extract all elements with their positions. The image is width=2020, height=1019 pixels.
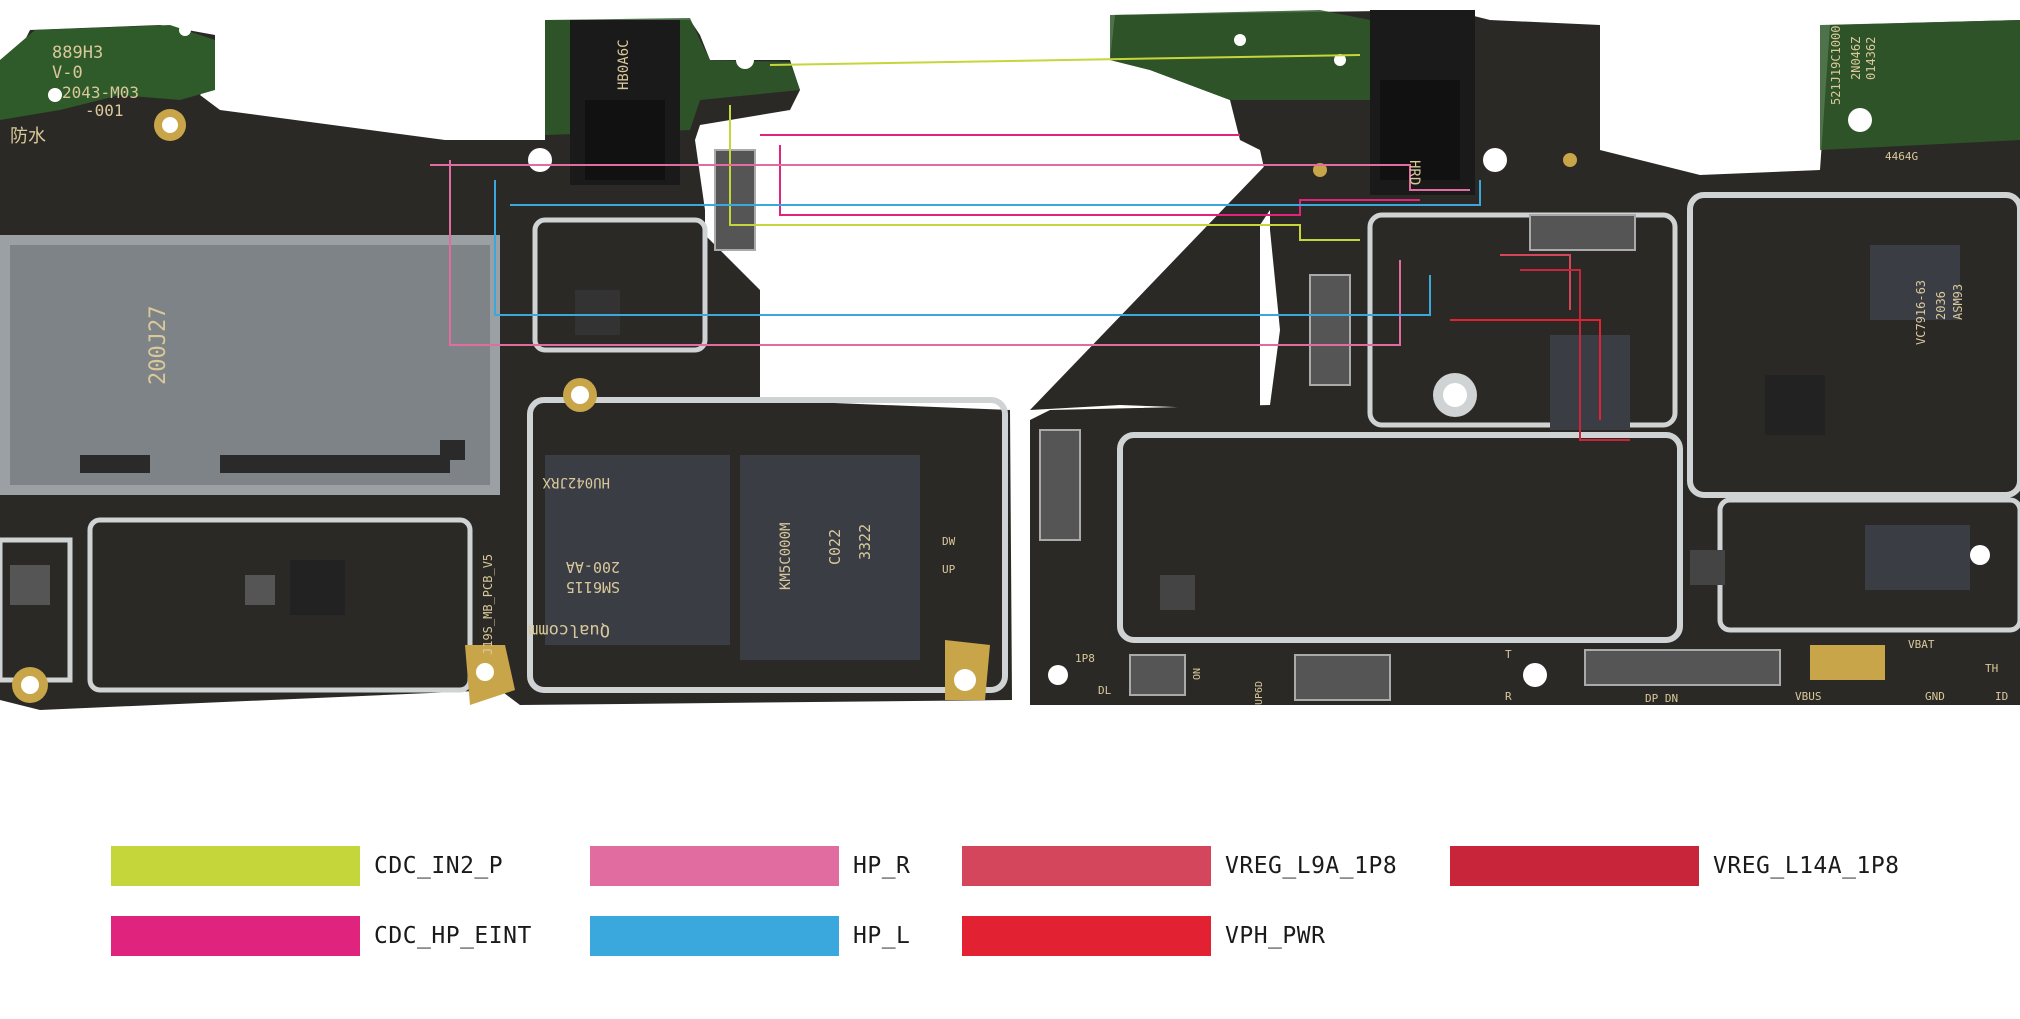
legend-swatch bbox=[1450, 846, 1699, 886]
legend-item-vreg-l9a-1p8: VREG_L9A_1P8 bbox=[962, 846, 1397, 886]
left-waterproof-mark: 防水 bbox=[10, 126, 46, 147]
legend-swatch bbox=[111, 846, 360, 886]
legend-item-hp-l: HP_L bbox=[590, 916, 910, 956]
right-serial-text: 521J19C1000 bbox=[1829, 26, 1843, 105]
pad-up-text: UP bbox=[942, 563, 956, 576]
right-4464-text: 4464G bbox=[1885, 150, 1918, 163]
qualcomm-part2-text: 200-AA bbox=[566, 558, 620, 576]
qualcomm-code-text: HU042JRX bbox=[542, 474, 610, 490]
usb-connector bbox=[1584, 649, 1781, 686]
legend-item-hp-r: HP_R bbox=[590, 846, 910, 886]
signal-legend: CDC_IN2_P HP_R VREG_L9A_1P8 VREG_L14A_1P… bbox=[0, 830, 2020, 990]
pad-dw-text: DW bbox=[942, 535, 956, 548]
legend-item-cdc-hp-eint: CDC_HP_EINT bbox=[111, 916, 532, 956]
pad-th-text: TH bbox=[1985, 662, 1998, 675]
qualcomm-part-text: SM6115 bbox=[566, 578, 620, 596]
right-chip2-text: 2036 bbox=[1934, 291, 1948, 320]
trace-cdc-in2-p bbox=[769, 54, 1361, 66]
legend-swatch bbox=[590, 846, 839, 886]
left-shield-frame bbox=[527, 397, 1008, 693]
legend-label: HP_L bbox=[853, 923, 911, 949]
pad-t-text: T bbox=[1505, 648, 1512, 661]
pmic-chip bbox=[1550, 335, 1630, 430]
left-jack-text: HB0A6C bbox=[616, 39, 632, 90]
left-version-text: 889H3 bbox=[52, 43, 103, 63]
left-date-text: 2043-M03 bbox=[62, 83, 139, 102]
soc-chip bbox=[545, 455, 730, 645]
pcb-diagram: 889H3 V-0 2043-M03 -001 防水 200J27 J19S_M… bbox=[0, 10, 2020, 710]
legend-label: VREG_L9A_1P8 bbox=[1225, 853, 1398, 879]
pad-id-text: ID bbox=[1995, 690, 2008, 703]
pad-r-text: R bbox=[1505, 690, 1512, 703]
trace-hp-r bbox=[449, 160, 1401, 346]
legend-label: CDC_HP_EINT bbox=[374, 923, 532, 949]
pad-up6d-text: UP6D bbox=[1254, 681, 1265, 705]
memory-part-text: KM5C000M bbox=[778, 523, 794, 590]
legend-swatch bbox=[111, 916, 360, 956]
legend-item-cdc-in2-p: CDC_IN2_P bbox=[111, 846, 503, 886]
right-chip-text: VC7916-63 bbox=[1914, 280, 1928, 345]
legend-swatch bbox=[962, 846, 1211, 886]
legend-item-vreg-l14a-1p8: VREG_L14A_1P8 bbox=[1450, 846, 1900, 886]
pad-dl-text: DL bbox=[1098, 684, 1112, 697]
pcb-board-svg: 889H3 V-0 2043-M03 -001 防水 200J27 J19S_M… bbox=[0, 10, 2020, 710]
pad-on-text: ON bbox=[1192, 668, 1203, 680]
left-pcb-text: J19S_MB_PCB_V5 bbox=[481, 554, 495, 655]
legend-label: VPH_PWR bbox=[1225, 923, 1326, 949]
sim-code-text: 200J27 bbox=[146, 306, 171, 385]
qualcomm-brand-text: Qualcomm bbox=[528, 620, 610, 640]
trace-vreg-l14a bbox=[1520, 269, 1630, 441]
trace-hp-l bbox=[494, 180, 1431, 316]
legend-item-vph-pwr: VPH_PWR bbox=[962, 916, 1325, 956]
pad-dp-dn-text: DP DN bbox=[1645, 692, 1678, 705]
left-board bbox=[0, 18, 1012, 710]
signal-traces bbox=[430, 54, 1630, 441]
legend-swatch bbox=[590, 916, 839, 956]
legend-label: VREG_L14A_1P8 bbox=[1713, 853, 1900, 879]
right-board bbox=[1030, 10, 2020, 705]
trace-vph-pwr bbox=[1450, 319, 1601, 420]
pad-gnd-text: GND bbox=[1925, 690, 1945, 703]
legend-label: HP_R bbox=[853, 853, 911, 879]
right-jack-text: HRD bbox=[1406, 160, 1422, 185]
pad-vbus-text: VBUS bbox=[1795, 690, 1822, 703]
right-code-text: 2N046Z bbox=[1849, 37, 1863, 80]
pad-1p8-text: 1P8 bbox=[1075, 652, 1095, 665]
left-rev-text: -001 bbox=[85, 101, 124, 120]
right-shield-frame bbox=[1117, 432, 1683, 643]
right-code2-text: 014362 bbox=[1864, 37, 1878, 80]
right-chip3-text: ASM93 bbox=[1951, 284, 1965, 320]
memory-code-text: C022 bbox=[826, 529, 844, 565]
legend-label: CDC_IN2_P bbox=[374, 853, 504, 879]
trace-vreg-l9a bbox=[1500, 254, 1571, 310]
legend-swatch bbox=[962, 916, 1211, 956]
left-version2-text: V-0 bbox=[52, 63, 83, 83]
pad-vbat-text: VBAT bbox=[1908, 638, 1935, 651]
memory-code2-text: 3322 bbox=[856, 524, 874, 560]
memory-chip bbox=[740, 455, 920, 660]
